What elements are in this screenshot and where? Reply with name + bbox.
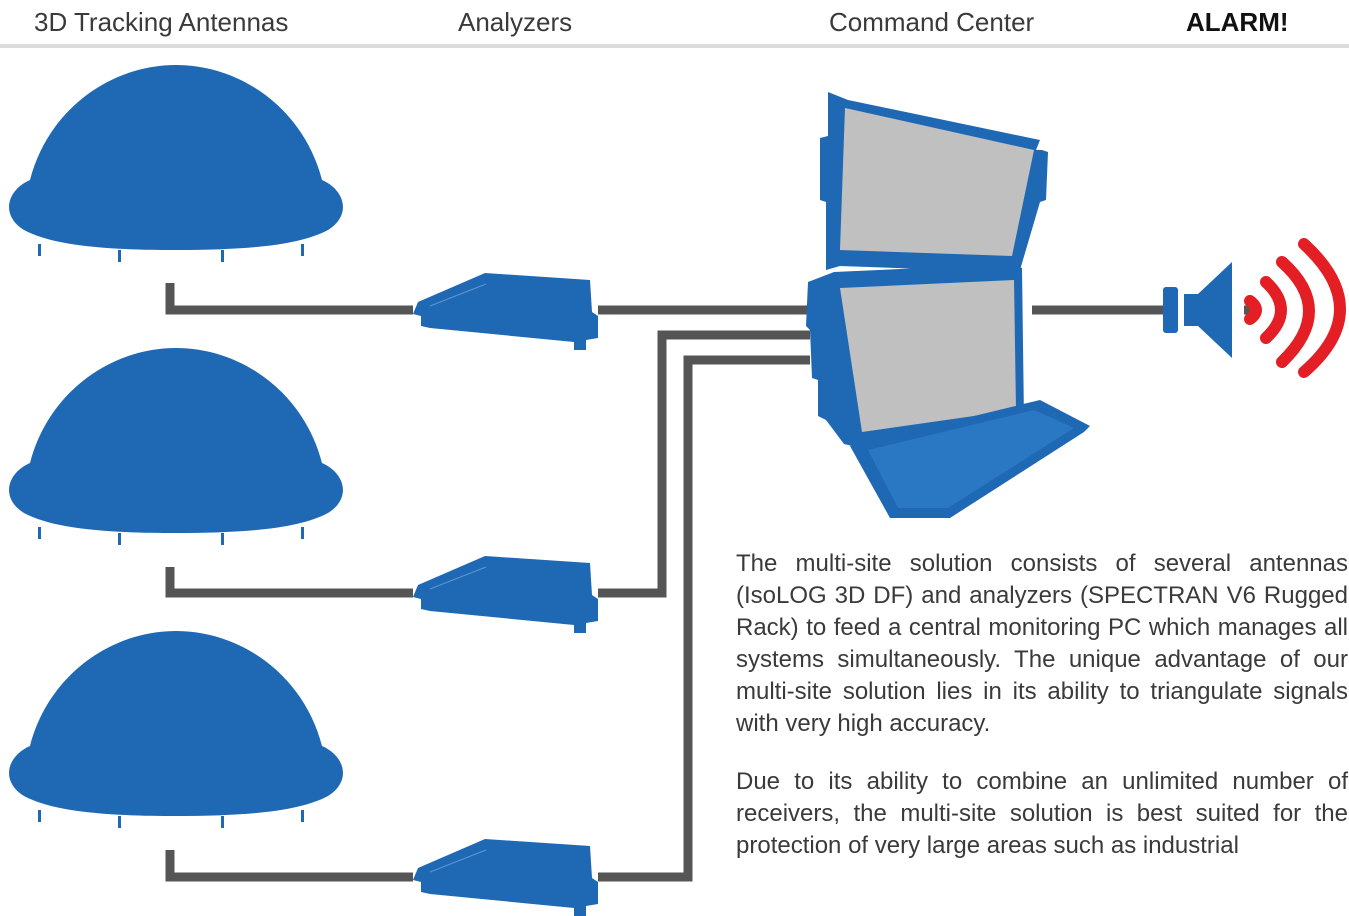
cable-analyzer3-pc	[598, 355, 810, 882]
header-command-center-label: Command Center	[829, 7, 1035, 37]
laptop-command-center-icon	[806, 92, 1090, 518]
cable-analyzer2-pc	[598, 330, 810, 598]
header-alarm-label: ALARM!	[1186, 7, 1289, 37]
analyzer-box-icon	[412, 272, 599, 351]
header-analyzers-label: Analyzers	[458, 7, 573, 37]
cables	[165, 283, 1163, 882]
dome-antenna-icon	[9, 348, 343, 545]
cable-antenna3-analyzer	[165, 850, 413, 882]
alarm-sound-waves	[1244, 238, 1346, 378]
description-paragraph-2: Due to its ability to combine an unlimit…	[736, 768, 1348, 859]
alarm-speaker-icon	[1163, 262, 1250, 358]
cable-antenna2-analyzer	[165, 567, 413, 598]
analyzer-box-icon	[412, 555, 599, 634]
description-paragraph-1: The multi-site solution consists of seve…	[736, 550, 1348, 737]
dome-antenna-icon	[9, 631, 343, 828]
header-antennas-label: 3D Tracking Antennas	[34, 7, 289, 37]
cable-antenna1-analyzer	[165, 283, 413, 315]
dome-antenna-icon	[9, 65, 343, 262]
solution-description: The multi-site solution consists of seve…	[736, 548, 1349, 916]
analyzer-box-icon	[412, 838, 599, 916]
section-header-bar: 3D Tracking Antennas Analyzers Command C…	[0, 0, 1349, 48]
